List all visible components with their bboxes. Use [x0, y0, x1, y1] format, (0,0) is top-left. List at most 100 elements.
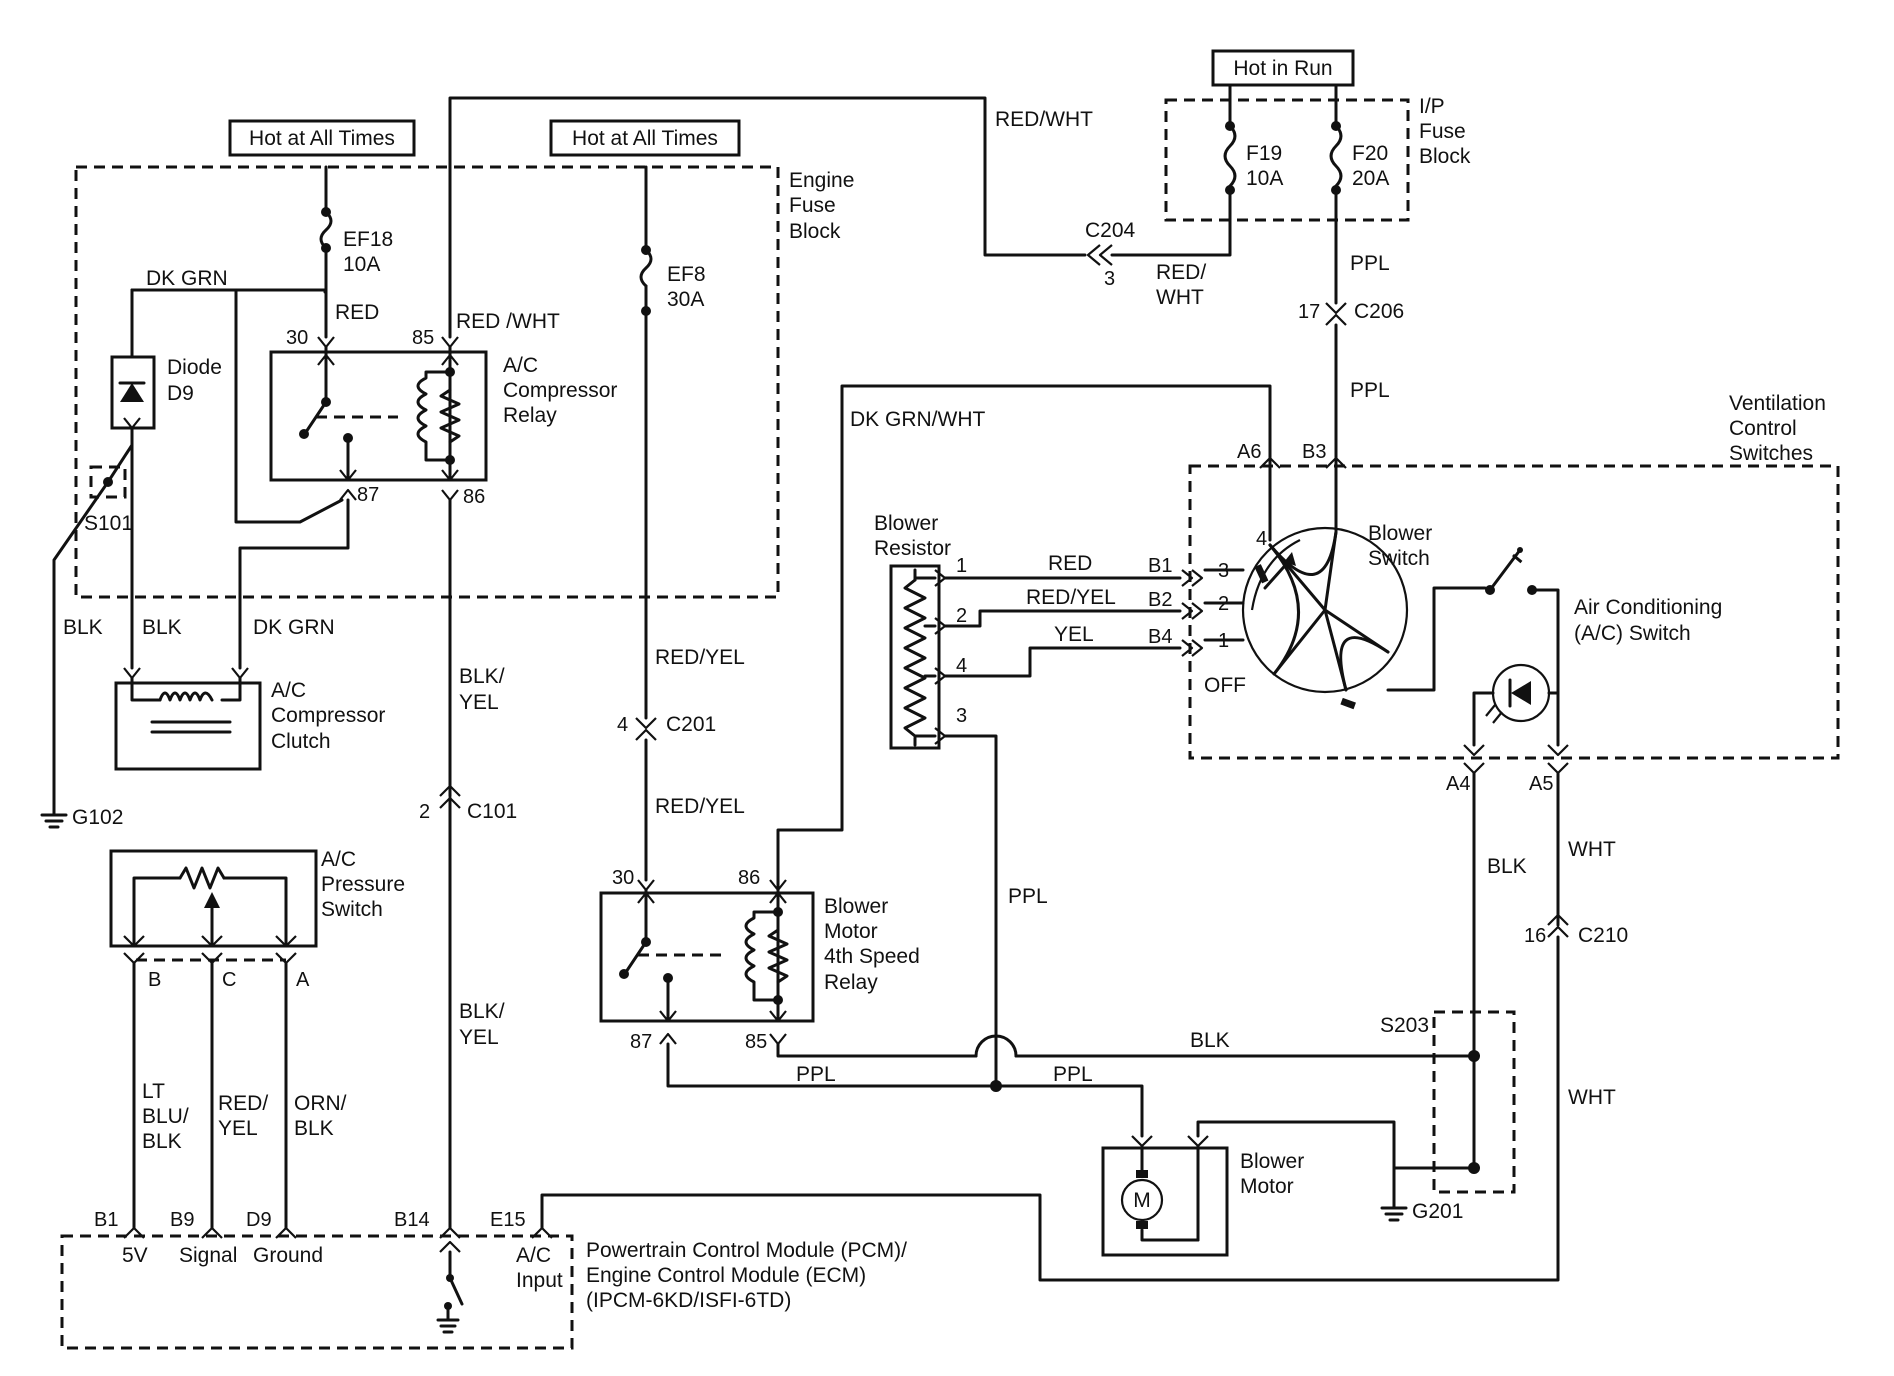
connector-c210-pin: 16 [1524, 925, 1546, 947]
ef8-label: EF8 [667, 263, 706, 286]
wire-red-yel-2: RED/YEL [655, 795, 745, 818]
wire-orn-blk-2: BLK [294, 1117, 334, 1140]
pressure-switch-label-1: A/C [321, 848, 356, 871]
wire-dk-grn-loop [234, 288, 344, 524]
wire-res-red-yel: RED/YEL [1026, 586, 1116, 609]
pressure-switch-label-2: Pressure [321, 873, 405, 896]
wire-dk-grn-wht-label: DK GRN/WHT [850, 408, 985, 431]
ef18-label: EF18 [343, 228, 393, 251]
relay-pin-30: 30 [286, 327, 308, 349]
connector-c210: C210 [1578, 924, 1628, 947]
blower-motor-label-1: Blower [1240, 1150, 1304, 1173]
connector-c101-pin: 2 [419, 801, 430, 823]
blower-relay-pin-87: 87 [630, 1031, 652, 1053]
connector-c101: C101 [467, 800, 517, 823]
pcm-signal: Signal [179, 1244, 237, 1267]
ground-g102: G102 [40, 803, 123, 829]
wire-ppl-2: PPL [1350, 379, 1390, 402]
blower-relay-pin-85: 85 [745, 1031, 767, 1053]
ac-relay-label-1: A/C [503, 354, 538, 377]
header-hot-all-mid-text: Hot at All Times [572, 127, 718, 150]
pcm-label-2: Engine Control Module (ECM) [586, 1264, 866, 1287]
ip-fuse-block-label-2: Fuse [1419, 120, 1466, 143]
blower-motor: M Blower Motor [1101, 1120, 1480, 1257]
ventilation-label-2: Control [1729, 417, 1797, 440]
pcm-pin-b14: B14 [394, 1209, 430, 1231]
wire-dk-grn-top: DK GRN [146, 267, 228, 290]
ac-relay-label-2: Compressor [503, 379, 617, 402]
vent-pin-a4: A4 [1446, 773, 1470, 795]
wire-red-yel-c-1: RED/ [218, 1092, 268, 1115]
wire-ppl-1: PPL [1350, 252, 1390, 275]
pcm-pin-e15: E15 [490, 1209, 526, 1231]
ac-clutch-label-3: Clutch [271, 730, 331, 753]
ac-pressure-switch: A/C Pressure Switch B C A LT BLU/ BLK RE… [109, 848, 405, 1230]
ef8-rating: 30A [667, 288, 704, 311]
wire-lt-blu-blk-1: LT [142, 1080, 165, 1103]
wire-dk-grn-clutch: DK GRN [253, 616, 335, 639]
ac-switch[interactable]: Air Conditioning (A/C) Switch [1386, 547, 1722, 747]
vent-pin-b4: B4 [1148, 626, 1172, 648]
s101-splice [89, 465, 127, 499]
f20-label: F20 [1352, 142, 1388, 165]
ac-compressor-relay: 30 85 A/C Compressor Relay 87 86 [269, 327, 617, 508]
ac-clutch-label-1: A/C [271, 679, 306, 702]
ef18-rating: 10A [343, 253, 380, 276]
blower-switch-label-1: Blower [1368, 522, 1432, 545]
relay-pin-87: 87 [357, 484, 379, 506]
wire-ppl-87-motor: PPL PPL [666, 1042, 1144, 1138]
f20-rating: 20A [1352, 167, 1389, 190]
ip-fuse-block-label-1: I/P [1419, 95, 1445, 118]
vent-pins-bottom: A4 A5 BLK WHT 16 C210 WHT S203 [1380, 744, 1628, 1170]
ground-g201: G201 [1380, 1166, 1463, 1223]
wire-blk-85-s203: BLK [776, 1029, 1480, 1062]
wire-red-wht-85: RED /WHT [456, 310, 560, 333]
connector-c204: C204 [1085, 219, 1136, 242]
connector-c201-pin: 4 [617, 714, 628, 736]
pcm-module: B1 B9 D9 B14 E15 5V Signal Ground A/C In… [94, 1209, 907, 1334]
header-hot-in-run: Hot in Run [1211, 49, 1355, 87]
ac-switch-label-1: Air Conditioning [1574, 596, 1722, 619]
pcm-ac-input-2: Input [516, 1269, 563, 1292]
blower-relay-label-3: 4th Speed [824, 945, 920, 968]
wire-blk-85: BLK [1190, 1029, 1230, 1052]
pcm-pin-b9: B9 [170, 1209, 194, 1231]
wire-blk-yel-2a: BLK/ [459, 1000, 505, 1023]
ef8-fuse: EF8 30A [639, 165, 706, 316]
blower-4th-speed-relay: 30 86 Blower Motor 4th Speed Relay 87 85 [599, 867, 920, 1053]
wire-lt-blu-blk-2: BLU/ [142, 1105, 189, 1128]
pcm-label-3: (IPCM-6KD/ISFI-6TD) [586, 1289, 791, 1312]
wire-blk-clutch: BLK [142, 616, 182, 639]
connector-s101: S101 [84, 512, 133, 535]
pcm-outline [60, 1234, 574, 1350]
wire-blk-a4: BLK [1487, 855, 1527, 878]
wire-red-wht-feed: RED/WHT RED /WHT C204 3 RED/ WHT [448, 96, 1232, 339]
wires-resistor-switch: RED B1 RED/YEL B2 YEL B4 [943, 552, 1204, 678]
engine-fuse-block-label-1: Engine [789, 169, 854, 192]
ac-clutch-label-2: Compressor [271, 704, 385, 727]
ac-compressor-clutch: A/C Compressor Clutch [114, 667, 385, 771]
f19-fuse: F19 10A [1223, 83, 1283, 195]
f20-fuse: F20 20A [1329, 83, 1389, 195]
ac-relay-label-3: Relay [503, 404, 557, 427]
pressure-pin-a: A [296, 969, 310, 991]
wire-red-ef18: RED [335, 301, 379, 324]
engine-fuse-block-outline [74, 165, 780, 599]
engine-fuse-block-label-2: Fuse [789, 194, 836, 217]
header-hot-all-left: Hot at All Times [228, 119, 416, 157]
engine-fuse-block-label-3: Block [789, 220, 841, 243]
vent-pin-a6: A6 [1237, 441, 1261, 463]
ef18-fuse: EF18 10A RED [319, 165, 393, 339]
motor-symbol: M [1133, 1189, 1151, 1212]
ac-switch-label-2: (A/C) Switch [1574, 622, 1691, 645]
wire-wht-pcm [540, 935, 1560, 1282]
resistor-pin-2: 2 [956, 605, 967, 627]
wire-red-yel-feed: RED/YEL 4 C201 RED/YEL [617, 309, 745, 882]
wire-ppl-motor: PPL [1053, 1063, 1093, 1086]
connector-c201: C201 [666, 713, 716, 736]
vent-pin-b1: B1 [1148, 555, 1172, 577]
blower-switch[interactable]: Blower Switch 3 2 1 OFF [1203, 522, 1432, 710]
wire-ppl-87: PPL [796, 1063, 836, 1086]
ventilation-label-3: Switches [1729, 442, 1813, 465]
